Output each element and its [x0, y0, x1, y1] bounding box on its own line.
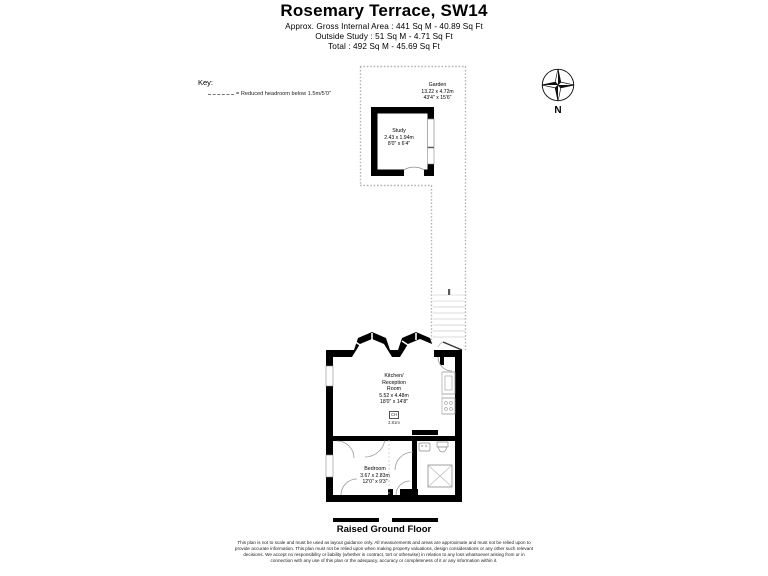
key-label: Key:	[198, 78, 214, 87]
garden-metric: 13.22 x 4.72m	[421, 88, 454, 95]
room-label-garden: Garden 13.22 x 4.72m 43'4" x 15'6"	[405, 82, 470, 102]
door-swings	[336, 356, 453, 496]
ceiling-height-value: 2.81m	[388, 419, 400, 425]
garden-name: Garden	[428, 82, 447, 88]
floor-caption: Raised Ground Floor	[336, 524, 432, 535]
garden-boundary	[359, 65, 467, 350]
ceiling-height-badge: CH 2.81m	[376, 409, 412, 426]
study-imperial: 8'0" x 6'4"	[387, 141, 411, 148]
key-legend-text: = Reduced headroom below 1.5m/5'0"	[236, 91, 331, 97]
area-line-gross: Approx. Gross Internal Area : 441 Sq M -…	[285, 22, 483, 31]
internal-partitions	[333, 430, 455, 495]
garden-imperial: 43'4" x 15'6"	[423, 95, 452, 102]
bedroom-metric: 3.67 x 2.83m	[360, 472, 390, 479]
ceiling-height-label: CH	[388, 411, 400, 419]
disclaimer-text: This plan is not to scale and must be us…	[234, 540, 534, 563]
room-label-kitchen-reception: Kitchen/ Reception Room 5.52 x 4.48m 18'…	[362, 373, 426, 406]
dashed-line-icon	[208, 94, 234, 95]
compass-rose-icon	[539, 66, 577, 104]
house-walls	[325, 332, 462, 502]
area-line-total: Total : 492 Sq M - 45.69 Sq Ft	[328, 42, 440, 51]
bedroom-imperial: 12'0" x 9'3"	[362, 479, 388, 486]
key-legend-row: = Reduced headroom below 1.5m/5'0"	[208, 91, 331, 98]
kitchen-metric: 5.52 x 4.48m	[379, 392, 409, 399]
kitchen-name-line1: Kitchen/	[384, 373, 404, 379]
kitchen-imperial: 18'0" x 14'8"	[380, 399, 408, 406]
study-name: Study	[392, 128, 406, 134]
study-structure	[371, 107, 435, 176]
study-metric: 2.43 x 1.94m	[384, 134, 414, 141]
room-label-study: Study 2.43 x 1.94m 8'0" x 6'4"	[368, 128, 430, 148]
key-legend: Key: = Reduced headroom below 1.5m/5'0"	[198, 78, 331, 98]
room-label-bedroom: Bedroom 3.67 x 2.83m 12'0" x 9'3"	[343, 466, 407, 486]
plan-header: Rosemary Terrace, SW14 Approx. Gross Int…	[0, 0, 768, 52]
kitchen-fixtures	[441, 371, 456, 415]
area-line-outside-study: Outside Study : 51 Sq M - 4.71 Sq Ft	[315, 32, 453, 41]
bedroom-name: Bedroom	[364, 466, 386, 472]
compass-north-label: N	[554, 105, 562, 116]
kitchen-name-line2: Reception	[382, 379, 406, 386]
floor-caption-rules	[333, 518, 438, 522]
compass: N	[536, 66, 580, 116]
bathroom-fixtures	[418, 441, 453, 488]
side-passage	[433, 289, 465, 351]
kitchen-name-line3: Room	[386, 386, 402, 393]
page-title: Rosemary Terrace, SW14	[280, 1, 488, 20]
